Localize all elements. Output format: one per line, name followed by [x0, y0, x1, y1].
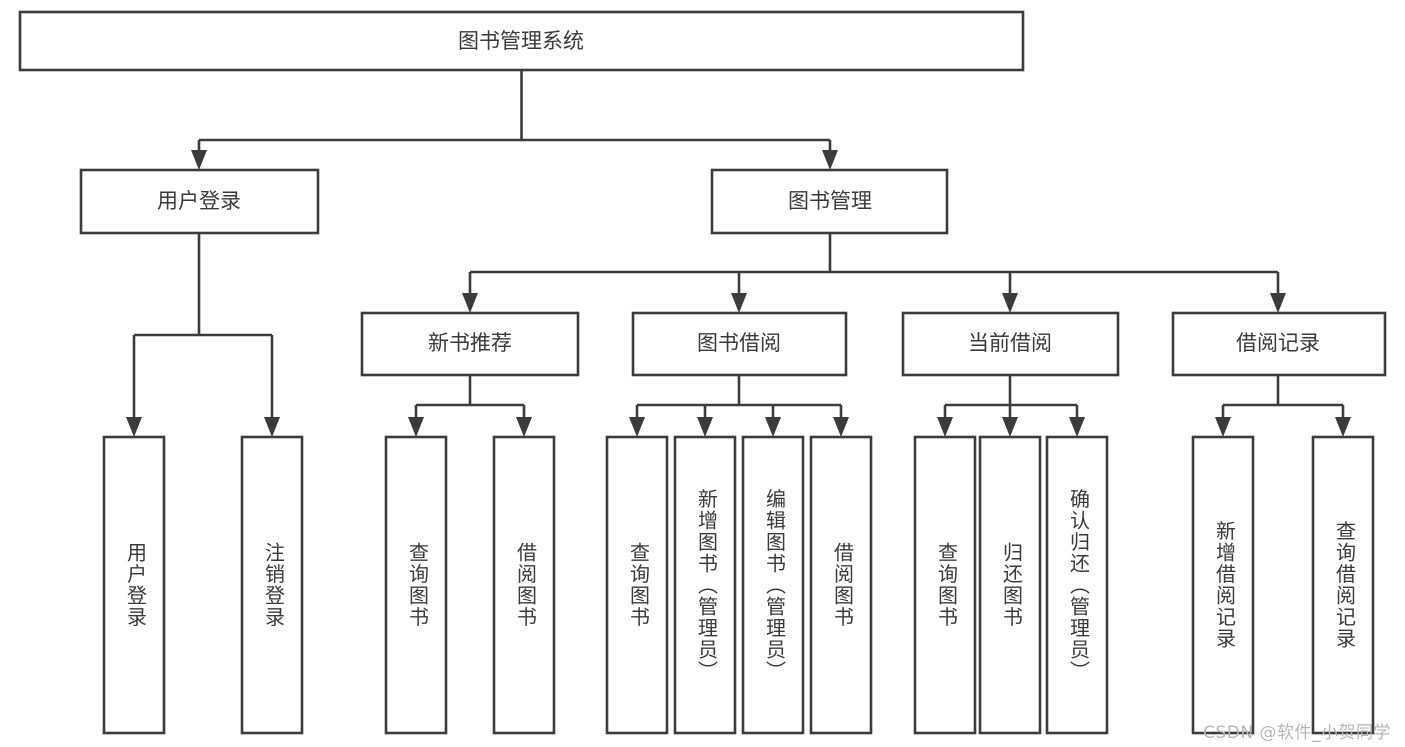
node-book-borrow-box[interactable]	[631, 311, 848, 377]
watermark: CSDN @软件_小贺同学	[1203, 723, 1391, 743]
node-new-book-recommend-label: 新书推荐	[428, 331, 512, 355]
leaf-current-borrow-query[interactable]: 查询图书	[913, 435, 977, 735]
arrow-to-book-borrow	[731, 293, 747, 313]
leaf-user-login-logout-label: 注销登录	[262, 542, 286, 628]
leaf-current-borrow-query-label: 查询图书	[935, 542, 959, 628]
leaf-book-borrow-add-box[interactable]	[673, 435, 737, 735]
leaf-new-book-borrow-box[interactable]	[492, 435, 556, 735]
node-new-book-recommend[interactable]: 新书推荐	[360, 311, 580, 377]
leaf-user-login-login-label: 用户登录	[124, 542, 148, 628]
arrow-current-borrow-leaf2	[1002, 417, 1018, 437]
leaf-borrow-record-add-label: 新增借阅记录	[1213, 520, 1237, 649]
leaf-borrow-record-query-label: 查询借阅记录	[1333, 520, 1357, 649]
arrow-user-login-leaf1	[126, 417, 142, 437]
node-user-login-box[interactable]	[79, 168, 320, 235]
node-new-book-recommend-box[interactable]	[360, 311, 580, 377]
node-user-login[interactable]: 用户登录	[79, 168, 320, 235]
node-current-borrow[interactable]: 当前借阅	[901, 311, 1120, 377]
leaf-user-login-logout-box[interactable]	[240, 435, 304, 735]
arrow-borrow-record-leaf2	[1335, 417, 1351, 437]
arrow-to-book-manage	[822, 150, 838, 170]
leaf-borrow-record-query-box[interactable]	[1311, 435, 1375, 735]
node-book-borrow-label: 图书借阅	[697, 331, 781, 355]
arrow-book-borrow-leaf4	[833, 417, 849, 437]
leaf-current-borrow-return-box[interactable]	[978, 435, 1042, 735]
leaf-book-borrow-query-box[interactable]	[605, 435, 669, 735]
node-book-manage[interactable]: 图书管理	[710, 168, 949, 235]
connector-layer	[126, 70, 1351, 437]
arrow-new-book-leaf2	[516, 417, 532, 437]
node-current-borrow-label: 当前借阅	[968, 331, 1052, 355]
leaf-borrow-record-query[interactable]: 查询借阅记录	[1311, 435, 1375, 735]
arrow-book-borrow-leaf1	[629, 417, 645, 437]
leaf-new-book-query[interactable]: 查询图书	[384, 435, 448, 735]
arrow-new-book-leaf1	[408, 417, 424, 437]
arrow-user-login-leaf2	[264, 417, 280, 437]
leaf-book-borrow-borrow-label: 借阅图书	[831, 542, 855, 628]
leaf-book-borrow-borrow[interactable]: 借阅图书	[809, 435, 873, 735]
leaf-book-borrow-add-label: 新增图书（管理员）	[695, 488, 719, 682]
leaf-current-borrow-confirm-label: 确认归还（管理员）	[1067, 488, 1091, 682]
arrow-book-borrow-leaf3	[765, 417, 781, 437]
node-root-label: 图书管理系统	[458, 29, 584, 53]
node-borrow-record-label: 借阅记录	[1236, 331, 1320, 355]
node-user-login-label: 用户登录	[157, 189, 241, 213]
arrow-to-user-login	[191, 150, 207, 170]
leaf-book-borrow-query[interactable]: 查询图书	[605, 435, 669, 735]
node-book-manage-box[interactable]	[710, 168, 949, 235]
leaf-current-borrow-query-box[interactable]	[913, 435, 977, 735]
leaf-new-book-query-label: 查询图书	[406, 542, 430, 628]
leaf-new-book-borrow[interactable]: 借阅图书	[492, 435, 556, 735]
leaf-current-borrow-confirm[interactable]: 确认归还（管理员）	[1045, 435, 1109, 735]
leaf-user-login-login[interactable]: 用户登录	[102, 435, 166, 735]
leaf-book-borrow-borrow-box[interactable]	[809, 435, 873, 735]
leaf-current-borrow-return[interactable]: 归还图书	[978, 435, 1042, 735]
node-root-box[interactable]	[18, 10, 1025, 72]
leaf-borrow-record-add-box[interactable]	[1191, 435, 1255, 735]
node-borrow-record[interactable]: 借阅记录	[1171, 311, 1387, 377]
arrow-book-borrow-leaf2	[697, 417, 713, 437]
node-book-manage-label: 图书管理	[788, 189, 872, 213]
leaf-book-borrow-edit-box[interactable]	[741, 435, 805, 735]
leaf-current-borrow-confirm-box[interactable]	[1045, 435, 1109, 735]
leaf-new-book-borrow-label: 借阅图书	[514, 542, 538, 628]
leaf-book-borrow-query-label: 查询图书	[627, 542, 651, 628]
node-root[interactable]: 图书管理系统	[18, 10, 1025, 72]
leaf-book-borrow-edit[interactable]: 编辑图书（管理员）	[741, 435, 805, 735]
leaf-current-borrow-return-label: 归还图书	[1000, 542, 1024, 628]
arrow-borrow-record-leaf1	[1215, 417, 1231, 437]
leaf-user-login-logout[interactable]: 注销登录	[240, 435, 304, 735]
leaf-book-borrow-edit-label: 编辑图书（管理员）	[763, 488, 787, 682]
node-current-borrow-box[interactable]	[901, 311, 1120, 377]
arrow-to-current-borrow	[1002, 293, 1018, 313]
node-book-borrow[interactable]: 图书借阅	[631, 311, 848, 377]
leaf-new-book-query-box[interactable]	[384, 435, 448, 735]
leaf-user-login-login-box[interactable]	[102, 435, 166, 735]
node-borrow-record-box[interactable]	[1171, 311, 1387, 377]
leaf-borrow-record-add[interactable]: 新增借阅记录	[1191, 435, 1255, 735]
arrow-current-borrow-leaf1	[937, 417, 953, 437]
arrow-current-borrow-leaf3	[1069, 417, 1085, 437]
leaf-book-borrow-add[interactable]: 新增图书（管理员）	[673, 435, 737, 735]
arrow-to-new-book	[462, 293, 478, 313]
arrow-to-borrow-record	[1270, 293, 1286, 313]
